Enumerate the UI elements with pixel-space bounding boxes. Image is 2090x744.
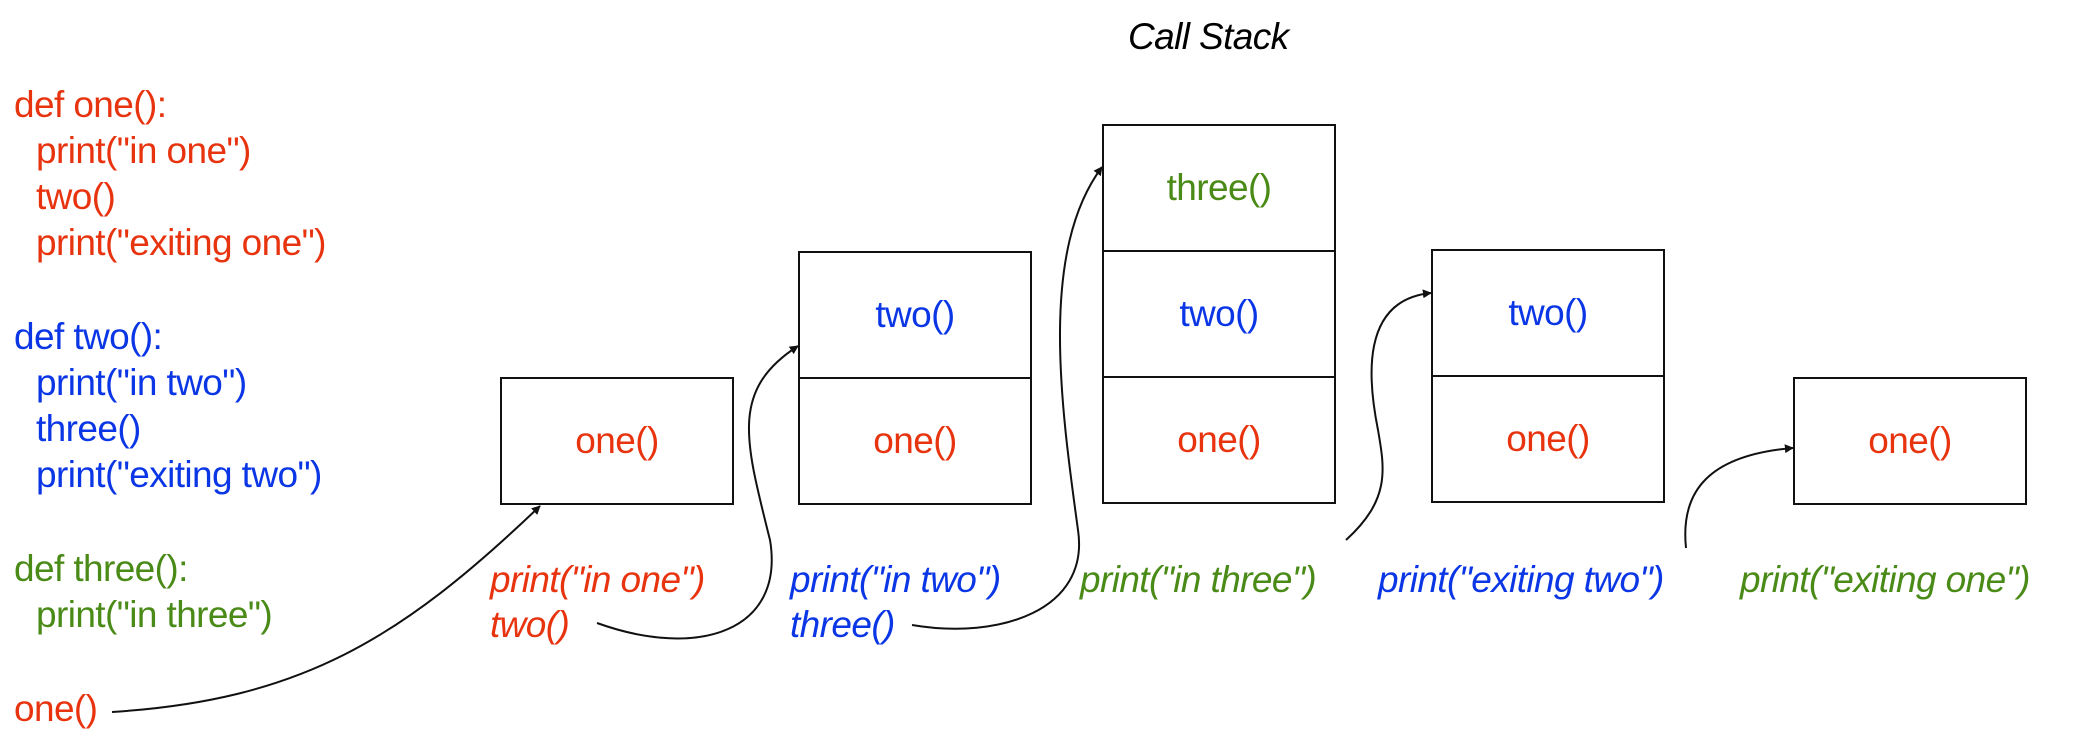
stack3-frame-two: two() [1102, 250, 1336, 378]
step1-print-label: print("in one") [490, 559, 705, 600]
stack5-frame-one: one() [1793, 377, 2027, 505]
step2-print-label: print("in two") [790, 559, 1001, 600]
stack2-frame-two: two() [798, 251, 1032, 379]
code-two-exit-print: print("exiting two") [36, 454, 322, 495]
code-three-def: def three(): [14, 548, 188, 589]
arrow-call-one-to-stack1 [111, 505, 541, 713]
code-three-print: print("in three") [36, 594, 273, 635]
arrow-three-call-to-stack3 [911, 166, 1103, 630]
code-one-def: def one(): [14, 84, 167, 125]
stack2-frame-one: one() [798, 377, 1032, 505]
arrow-return-to-stack5 [1684, 444, 1794, 549]
step3-print-label: print("in three") [1080, 559, 1317, 600]
stack4-frame-one: one() [1431, 375, 1665, 503]
code-one-exit-print: print("exiting one") [36, 222, 326, 263]
code-two-print: print("in two") [36, 362, 247, 403]
code-one-call-two: two() [36, 176, 116, 217]
code-one-print: print("in one") [36, 130, 251, 171]
stack1-frame-one: one() [500, 377, 734, 505]
arrow-return-to-stack4 [1345, 289, 1432, 541]
diagram-title: Call Stack [1128, 16, 1289, 57]
arrow-two-call-to-stack2 [596, 345, 799, 640]
code-two-call-three: three() [36, 408, 141, 449]
step5-print-label: print("exiting one") [1740, 559, 2030, 600]
step1-call-label: two() [490, 604, 570, 645]
code-call-one: one() [14, 688, 98, 729]
step4-print-label: print("exiting two") [1378, 559, 1664, 600]
code-two-def: def two(): [14, 316, 163, 357]
step2-call-label: three() [790, 604, 895, 645]
stack3-frame-one: one() [1102, 376, 1336, 504]
